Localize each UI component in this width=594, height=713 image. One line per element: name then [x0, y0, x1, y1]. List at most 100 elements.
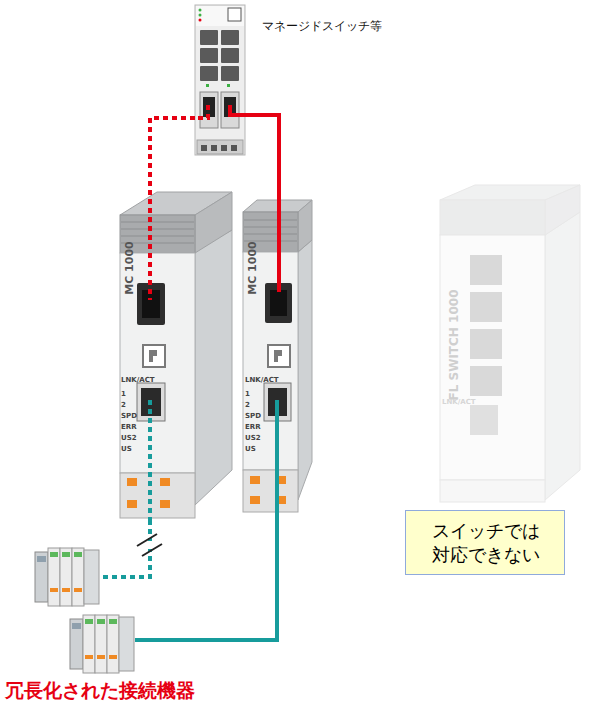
led-label: 1	[245, 390, 250, 398]
break-mark	[137, 534, 162, 556]
terminal-slot	[221, 145, 227, 151]
end-module	[119, 617, 134, 671]
product-name: FL SWITCH 1000	[448, 290, 462, 401]
rj45-port	[470, 405, 498, 435]
ethernet-cable	[148, 520, 152, 538]
led-label: US	[121, 445, 132, 453]
media-converter: MC 1000LNK/ACT12SPDERRUS2US	[115, 190, 232, 520]
rj45-port	[200, 66, 218, 81]
io-device-illustration	[35, 548, 99, 606]
fiber-cable	[150, 118, 195, 190]
status-led	[199, 9, 202, 12]
rj45-port	[470, 255, 502, 285]
rj45-port	[221, 48, 239, 63]
module-tab	[74, 588, 82, 592]
module-tab	[97, 655, 105, 659]
fiber-cable-end	[195, 105, 208, 118]
led-label: ERR	[245, 423, 261, 431]
switch-side	[545, 212, 580, 500]
led-label: 2	[245, 401, 250, 409]
bus-coupler	[70, 619, 83, 669]
io-module	[72, 548, 84, 606]
led-label: SPD	[121, 412, 137, 420]
product-name: MC 1000	[247, 241, 260, 294]
io-module	[107, 615, 119, 673]
terminal-slot	[201, 145, 207, 151]
cap-ribs	[121, 222, 194, 243]
switch-body	[195, 5, 245, 155]
fiber-cable-end	[230, 105, 245, 115]
status-led	[199, 19, 202, 22]
switch-cap-side	[545, 185, 580, 235]
status-led	[199, 14, 202, 17]
terminal-block	[243, 470, 298, 512]
device-label: マネージドスイッチ等	[262, 20, 382, 34]
rj45-port	[470, 329, 502, 359]
io-module	[60, 548, 72, 606]
module-tab	[85, 655, 93, 659]
rj45-port	[221, 66, 239, 81]
led-label: LNK/ACT	[442, 398, 476, 406]
rj45-port	[221, 30, 239, 45]
converter-cap-side	[195, 192, 232, 253]
module-marker	[74, 552, 82, 557]
ethernet-cable-end	[148, 400, 152, 520]
media-converter: MC 1000LNK/ACT12SPDERRUS2US	[240, 190, 312, 515]
cap-ribs	[244, 220, 297, 241]
logo-square	[228, 8, 241, 21]
logo-mark	[274, 350, 282, 362]
end-module	[84, 550, 99, 604]
rj45-port	[470, 366, 502, 396]
module-tab	[62, 588, 70, 592]
fiber-port-inner	[270, 290, 287, 316]
faded-switch: FL SWITCH 1000LNK/ACT	[415, 185, 580, 505]
led-label: LNK/ACT	[245, 376, 279, 384]
rj45-port	[200, 30, 218, 45]
switch-front	[440, 235, 545, 480]
terminal-block	[197, 140, 243, 154]
terminal-block	[440, 480, 545, 502]
ethernet-cable-end	[135, 638, 215, 642]
faded-switch-illustration	[440, 185, 580, 502]
terminal-tab	[160, 500, 170, 508]
device-group: 冗長化された接続機器	[5, 538, 215, 708]
fiber-port-inner	[142, 290, 160, 318]
terminal-tab	[250, 476, 260, 484]
module-marker	[50, 552, 58, 557]
rj45-port	[470, 292, 502, 322]
terminal-tab	[127, 500, 137, 508]
group-label: 冗長化された接続機器	[5, 680, 195, 702]
terminal-slot	[231, 145, 237, 151]
fiber-cable-end	[148, 190, 152, 300]
ethernet-cable-end	[275, 400, 279, 515]
led-label: ERR	[121, 423, 137, 431]
switch-top-panel	[196, 6, 244, 26]
led-label: US2	[121, 434, 137, 442]
media-converter-illustration	[120, 192, 232, 518]
led-label: LNK/ACT	[121, 376, 155, 384]
port-led	[227, 84, 230, 87]
logo-square	[143, 345, 165, 367]
module-marker	[97, 619, 105, 624]
led-label: SPD	[245, 412, 261, 420]
managed-switch-illustration	[195, 5, 245, 155]
converter-cap-side	[298, 200, 312, 252]
switch-cap-front	[440, 200, 545, 235]
terminal-slot	[211, 145, 217, 151]
module-tab	[50, 588, 58, 592]
module-tab	[109, 655, 117, 659]
coupler-port	[72, 623, 81, 629]
managed-switch: マネージドスイッチ等	[195, 5, 245, 155]
rj45-port	[200, 48, 218, 63]
io-module	[95, 615, 107, 673]
callout-box: スイッチでは 対応できない	[405, 510, 565, 575]
fiber-cable-end	[277, 190, 281, 292]
led-label: 1	[121, 390, 126, 398]
terminal-tab	[160, 478, 170, 486]
module-marker	[109, 619, 117, 624]
ethernet-cable	[215, 515, 277, 640]
terminal-tab	[127, 478, 137, 486]
